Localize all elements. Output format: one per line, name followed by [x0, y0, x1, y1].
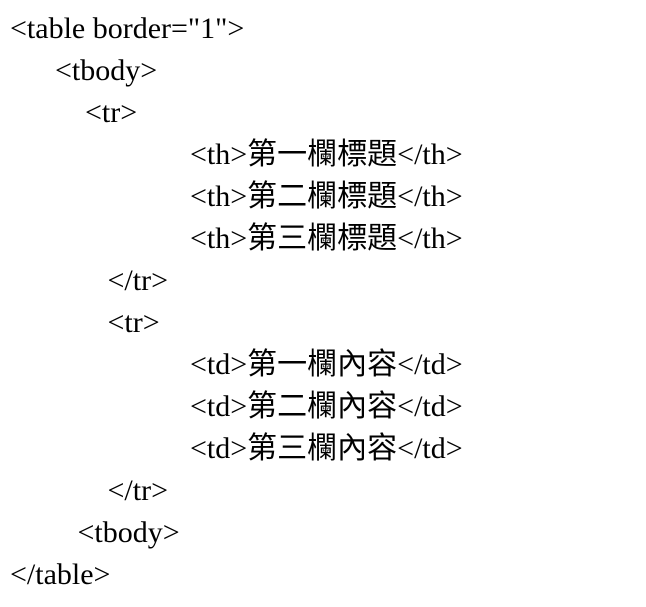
code-line: </table>: [10, 558, 111, 591]
code-line: <tr>: [10, 306, 160, 339]
code-line: <table border="1">: [10, 12, 245, 45]
code-line: <tbody>: [10, 516, 180, 549]
code-line: <th>第二欄標題</th>: [10, 180, 463, 213]
code-line: <tr>: [10, 96, 138, 129]
code-line: <td>第三欄內容</td>: [10, 432, 463, 465]
code-line: </tr>: [10, 264, 169, 297]
code-line: <tbody>: [10, 54, 158, 87]
code-line: </tr>: [10, 474, 169, 507]
code-line: <td>第一欄內容</td>: [10, 348, 463, 381]
code-line: <th>第一欄標題</th>: [10, 138, 463, 171]
code-line: <td>第二欄內容</td>: [10, 390, 463, 423]
code-line: <th>第三欄標題</th>: [10, 222, 463, 255]
